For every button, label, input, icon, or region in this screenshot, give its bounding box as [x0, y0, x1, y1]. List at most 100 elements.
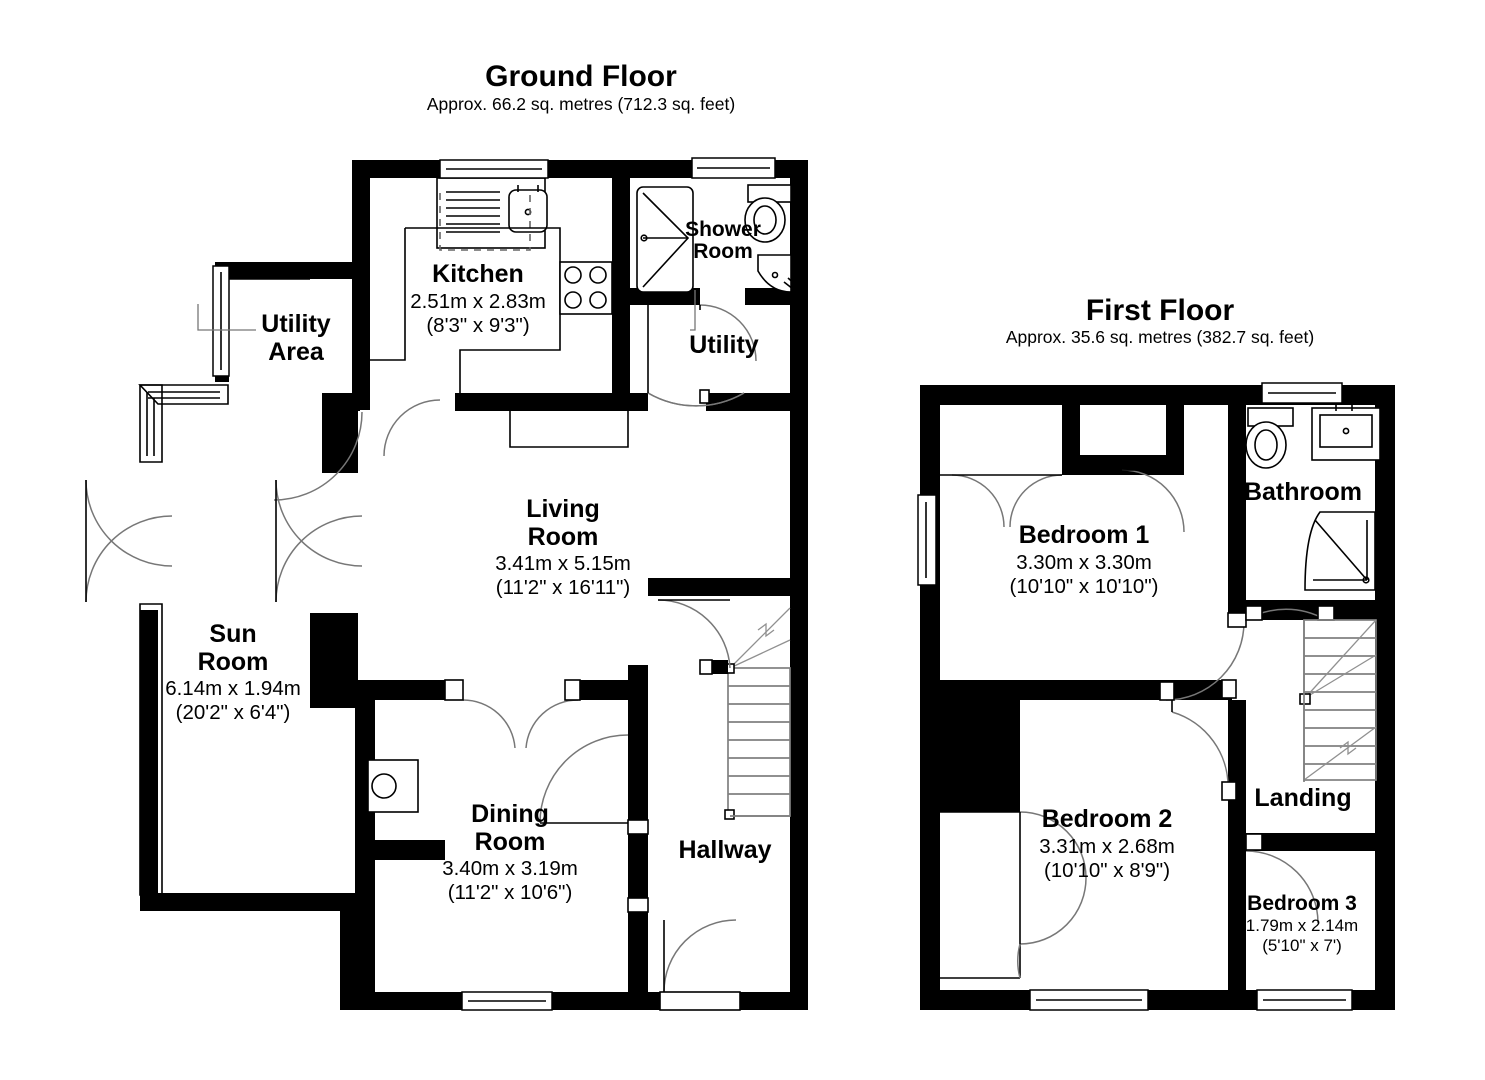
label-utility: Utility [689, 331, 759, 359]
wall-shower-top-left [630, 160, 692, 178]
dining-room-metric: 3.40m x 3.19m [442, 857, 578, 880]
ground-floor-plan: Kitchen 2.51m x 2.83m (8'3" x 9'3") Util… [85, 157, 808, 1011]
label-landing: Landing [1254, 784, 1351, 812]
leader-utility [690, 290, 696, 331]
door-swing-bed1-bottom [1165, 621, 1245, 701]
wall-ff-left [920, 385, 940, 1010]
bedroom3-structure [1245, 833, 1353, 1011]
wall-bed2-landing [1228, 700, 1246, 990]
door-swing-bed1-cupboard-left [951, 474, 1005, 528]
doorjamb-living-hall [710, 660, 728, 674]
bedroom3-imperial: (5'10" x 7') [1262, 936, 1342, 955]
dining-room-imperial: (11'2" x 10'6") [448, 881, 573, 904]
bathroom-name: Bathroom [1244, 478, 1362, 506]
wall-landing-bed3 [1246, 833, 1376, 851]
basin-tap-1 [783, 281, 794, 290]
sink-bowl [508, 189, 548, 233]
wall-ff-right [1375, 385, 1395, 1010]
wall-kitchen-right-2 [612, 178, 630, 393]
doorjamb-bed1-c [1159, 681, 1175, 701]
ff-winder-3 [1303, 726, 1377, 781]
wall-dining-right [628, 680, 648, 905]
label-hallway: Hallway [678, 836, 771, 864]
door-swing-front [663, 919, 737, 993]
ground-label-leaders [197, 290, 696, 331]
wall-bottom-left [355, 992, 485, 1010]
stair-direction-arrow-icon [757, 622, 775, 638]
wall-utility-bottom-right [706, 393, 808, 411]
corner-basin-icon [757, 254, 797, 293]
dining-room-name-1: Dining [471, 800, 549, 828]
wall-bed1-bath [1228, 405, 1246, 620]
shower-room-fixtures [636, 157, 797, 293]
label-kitchen: Kitchen 2.51m x 2.83m (8'3" x 9'3") [410, 260, 546, 337]
sun-room-structure [85, 384, 441, 896]
toilet-seat [753, 205, 777, 235]
toilet-icon [1245, 407, 1294, 469]
bath-toilet-seat [1254, 429, 1278, 461]
ground-room-labels: Kitchen 2.51m x 2.83m (8'3" x 9'3") Util… [165, 218, 771, 904]
door-swing-dining-right [525, 699, 579, 749]
wall-dining-top-left [355, 680, 445, 700]
landing-staircase-icon [1299, 619, 1377, 782]
wall-sunroom-right-upper [310, 613, 358, 708]
wall-ff-bottom-c [1350, 990, 1395, 1010]
basin-bowl [757, 254, 792, 293]
toilet-pan [744, 197, 786, 243]
window-bedroom1 [917, 494, 937, 586]
doorjamb-bed1-a [1227, 612, 1247, 628]
wall-dining-left-pier [375, 840, 445, 860]
fireplace-icon [367, 759, 419, 813]
ground-floor-subtitle: Approx. 66.2 sq. metres (712.3 sq. feet) [427, 94, 735, 114]
kitchen-counter-outline [405, 227, 561, 393]
stair-winder-1 [729, 607, 791, 669]
shower-diag-ff [1314, 519, 1368, 581]
shower-enclosure-icon [636, 186, 694, 293]
kitchen-sink-icon [508, 185, 548, 233]
fireplace-body [367, 759, 419, 813]
ph-d [1017, 943, 1021, 979]
wall-bath-landing [1246, 600, 1376, 620]
doorjamb-bathroom-b [1317, 605, 1335, 621]
corner-shower-tray [1304, 511, 1376, 591]
kitchen-counter-left [370, 228, 406, 361]
kitchen-fixtures [370, 159, 613, 393]
sun-room-name-2: Room [198, 648, 269, 676]
label-utility-area: Utility Area [261, 310, 331, 366]
door-swing-living-hall [657, 599, 731, 669]
first-floor-plan: Bedroom 1 3.30m x 3.30m (10'10" x 10'10"… [917, 382, 1395, 1011]
wall-bed2-left-block [940, 680, 1020, 812]
kitchen-name: Kitchen [432, 260, 524, 288]
corner-shower-icon [1304, 511, 1376, 591]
wall-dining-left-lower [340, 905, 358, 1010]
wall-hall-left-lower [628, 905, 648, 1010]
sun-room-imperial: (20'2" x 6'4") [176, 701, 291, 724]
label-bathroom: Bathroom [1244, 478, 1362, 506]
label-shower-room: Shower Room [685, 218, 761, 263]
window-bedroom2 [1029, 989, 1149, 1011]
bedroom1-metric: 3.30m x 3.30m [1016, 551, 1152, 574]
shower-drain-ff [1362, 576, 1370, 584]
label-living-room: Living Room 3.41m x 5.15m (11'2" x 16'11… [495, 495, 631, 599]
utility-area-name-2: Area [268, 338, 325, 366]
door-swing-dining-left [462, 699, 516, 749]
washbasin-icon [1311, 403, 1381, 461]
wall-right-lower [790, 580, 808, 1010]
doorjamb-dining-hall-c [627, 897, 649, 913]
shower-tray [636, 186, 694, 293]
hob-ring-2 [589, 266, 607, 284]
leader-utility-area [197, 304, 256, 331]
bedroom2-metric: 3.31m x 2.68m [1039, 835, 1175, 858]
window-kitchen [439, 159, 549, 179]
kitchen-imperial: (8'3" x 9'3") [426, 314, 529, 337]
label-dining-room: Dining Room 3.40m x 3.19m (11'2" x 10'6"… [442, 800, 578, 904]
basin-plug [1342, 427, 1350, 435]
hob-icon [559, 261, 613, 315]
living-room-name-2: Room [528, 523, 599, 551]
shower-drain [640, 234, 648, 242]
door-swing-bed1-cupboard-right [1009, 474, 1063, 528]
doorjamb-dining-right [564, 679, 581, 701]
utility-area-name-1: Utility [261, 310, 331, 338]
basin-bowl-rect [1319, 414, 1373, 448]
